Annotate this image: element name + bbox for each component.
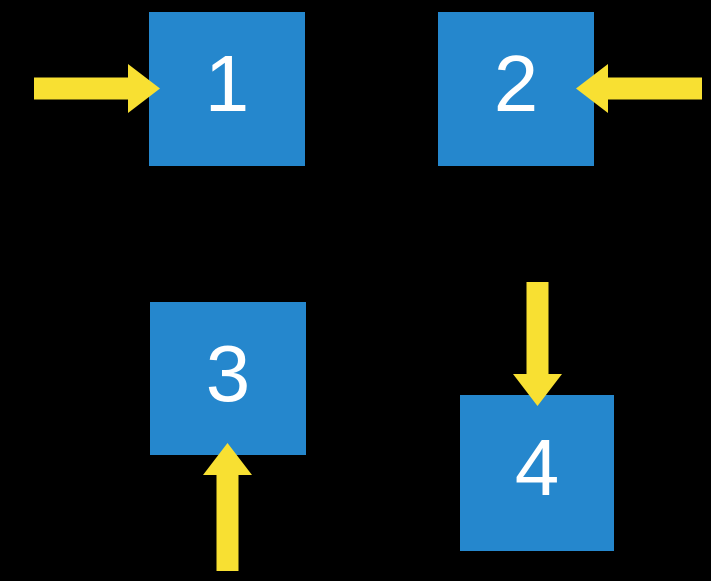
arrow-up-shape [203,443,252,571]
arrow-down-icon [513,282,562,406]
arrow-right-shape [34,64,160,113]
square-1: 1 [149,12,305,166]
square-3: 3 [150,302,306,455]
square-3-label: 3 [205,328,251,418]
arrow-left-icon [576,64,702,113]
square-2: 2 [438,12,594,166]
arrow-right-icon [34,64,160,113]
arrow-up-icon [203,443,252,571]
square-2-label: 2 [493,39,539,128]
arrow-left-shape [576,64,702,113]
square-1-label: 1 [204,39,250,128]
square-4-label: 4 [514,423,560,512]
arrow-down-shape [513,282,562,406]
square-4: 4 [460,395,614,551]
